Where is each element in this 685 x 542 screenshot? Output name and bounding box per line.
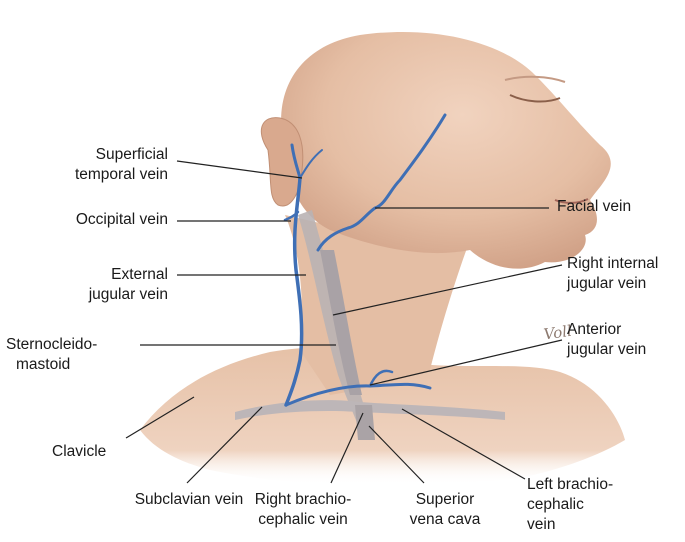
- label-superficial-temporal-vein: Superficial temporal vein: [40, 145, 168, 185]
- label-sternocleidomastoid: Sternocleido- mastoid: [6, 335, 136, 375]
- label-line: vena cava: [395, 510, 495, 530]
- label-line: Left brachio-: [527, 475, 657, 495]
- label-line: cephalic vein: [238, 510, 368, 530]
- label-right-internal-jugular-vein: Right internal jugular vein: [567, 254, 682, 294]
- label-anterior-jugular-vein: Anterior jugular vein: [567, 320, 682, 360]
- label-line: jugular vein: [40, 285, 168, 305]
- label-occipital-vein: Occipital vein: [40, 210, 168, 230]
- label-line: vein: [527, 515, 657, 535]
- label-line: Right brachio-: [238, 490, 368, 510]
- label-right-brachiocephalic-vein: Right brachio- cephalic vein: [238, 490, 368, 530]
- label-line: jugular vein: [567, 274, 682, 294]
- label-superior-vena-cava: Superior vena cava: [395, 490, 495, 530]
- label-line: mastoid: [6, 355, 136, 375]
- label-facial-vein: Facial vein: [557, 197, 631, 217]
- label-left-brachiocephalic-vein: Left brachio- cephalic vein: [527, 475, 657, 535]
- label-clavicle: Clavicle: [52, 442, 106, 462]
- label-line: Sternocleido-: [6, 335, 136, 355]
- label-line: Superficial: [40, 145, 168, 165]
- label-line: jugular vein: [567, 340, 682, 360]
- label-line: temporal vein: [40, 165, 168, 185]
- label-line: External: [40, 265, 168, 285]
- label-line: Anterior: [567, 320, 682, 340]
- label-line: Superior: [395, 490, 495, 510]
- label-external-jugular-vein: External jugular vein: [40, 265, 168, 305]
- label-line: cephalic: [527, 495, 657, 515]
- label-line: Right internal: [567, 254, 682, 274]
